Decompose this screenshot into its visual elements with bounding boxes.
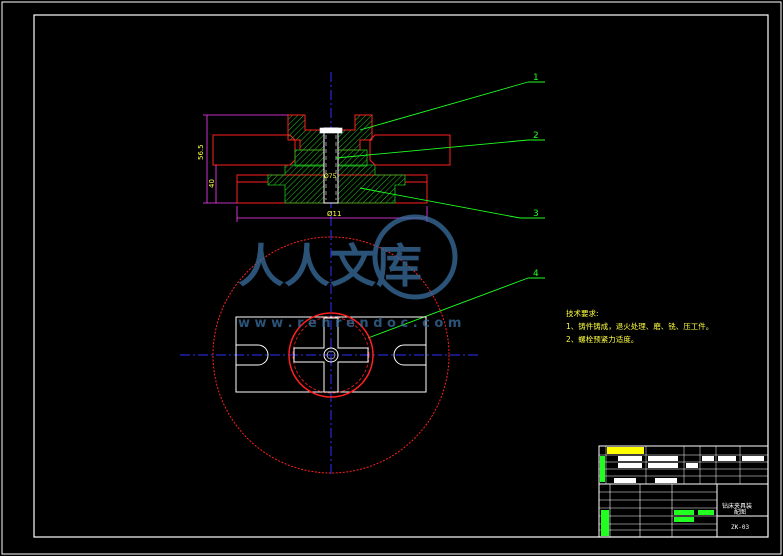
- inner-border: [33, 14, 769, 538]
- left-arm: [212, 134, 296, 166]
- dim-width-base: Ø11: [327, 210, 341, 218]
- leader-lines: [335, 81, 545, 339]
- watermark-main: 人人文库: [238, 239, 422, 293]
- part-number-2: 2: [533, 131, 539, 141]
- dim-height-overall: 56.5: [197, 144, 205, 160]
- cross-clamp: [293, 317, 369, 393]
- top-view: [180, 230, 480, 475]
- front-section-view: 56.5 40 Ø11 Ø75: [197, 72, 451, 228]
- dim-inner-dia: Ø75: [324, 173, 337, 180]
- drawing-name-1: 钻床夹具装: [722, 502, 752, 510]
- tech-title: 技术要求:: [566, 308, 599, 318]
- watermark: 人人文库 w w w . r e n r e n d o c . c o m: [238, 214, 461, 331]
- tech-item-2: 2、螺栓预紧力适度。: [566, 334, 638, 344]
- tech-item-1: 1、铸件铸成，退火处理、磨、铣、压工件。: [566, 321, 713, 331]
- part-number-1: 1: [533, 73, 539, 83]
- outer-circle: [212, 236, 450, 474]
- dim-height-base: 40: [208, 179, 216, 188]
- drawing-name-2: 配图: [734, 509, 746, 516]
- dimensions: [203, 114, 428, 222]
- part-number-4: 4: [533, 269, 539, 279]
- drawing-number: ZK-03: [731, 524, 749, 531]
- watermark-url: w w w . r e n r e n d o c . c o m: [238, 316, 461, 331]
- right-slot: [393, 344, 426, 366]
- clamp-circle: [288, 312, 374, 398]
- part-number-3: 3: [533, 209, 539, 219]
- tech-requirements: 技术要求: 1、铸件铸成，退火处理、磨、铣、压工件。 2、螺栓预紧力适度。: [566, 308, 713, 344]
- center-hole: [323, 347, 339, 363]
- right-arm: [369, 134, 451, 166]
- left-slot: [236, 344, 269, 366]
- title-block: 钻床夹具装 配图 ZK-03: [598, 445, 769, 538]
